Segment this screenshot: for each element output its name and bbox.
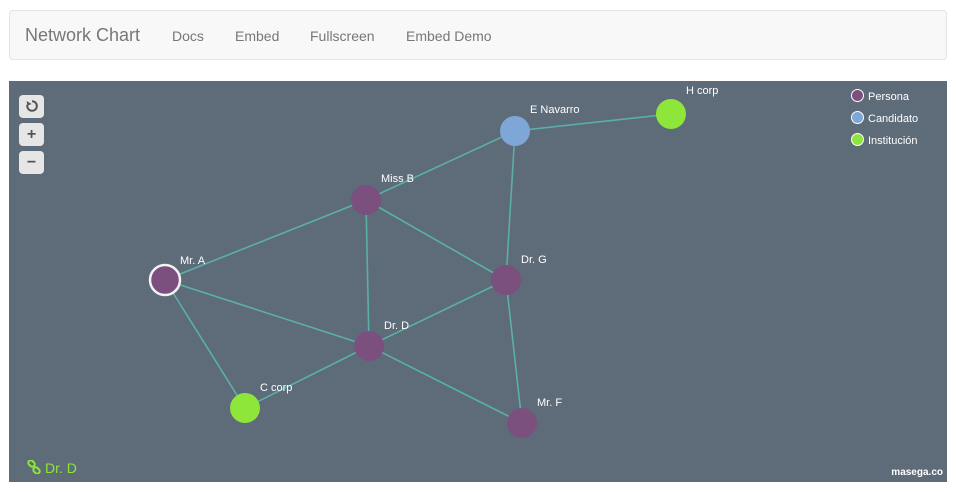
node-h-corp[interactable]: H corp xyxy=(656,85,718,129)
node-circle[interactable] xyxy=(500,116,530,146)
node-label: Dr. D xyxy=(384,320,409,332)
credit-label: masega.co xyxy=(891,467,943,478)
node-circle[interactable] xyxy=(230,393,260,423)
node-dr-g[interactable]: Dr. G xyxy=(491,254,547,295)
nav-embed-demo[interactable]: Embed Demo xyxy=(406,28,492,44)
legend-item-persona[interactable]: Persona xyxy=(851,89,918,111)
selected-node-link[interactable]: Dr. D xyxy=(27,459,77,476)
nav-docs[interactable]: Docs xyxy=(172,28,204,44)
legend-label: Candidato xyxy=(868,113,919,125)
zoom-in-button[interactable]: + xyxy=(19,123,44,146)
edge-dr-g-mr-f xyxy=(505,279,523,424)
legend-swatch xyxy=(851,89,864,102)
link-icon xyxy=(27,459,41,475)
node-circle[interactable] xyxy=(354,331,384,361)
node-mr-a[interactable]: Mr. A xyxy=(148,255,206,297)
nav-embed[interactable]: Embed xyxy=(235,28,280,44)
node-label: Mr. F xyxy=(537,397,562,409)
node-label: Mr. A xyxy=(180,255,206,267)
node-circle[interactable] xyxy=(656,99,686,129)
edge-miss-b-dr-d xyxy=(365,199,370,347)
node-label: Dr. G xyxy=(521,254,547,266)
node-label: H corp xyxy=(686,85,718,97)
node-circle[interactable] xyxy=(507,408,537,438)
node-circle[interactable] xyxy=(351,185,381,215)
reset-view-button[interactable] xyxy=(19,95,44,118)
brand-link[interactable]: Network Chart xyxy=(25,25,141,45)
legend-swatch xyxy=(851,111,864,124)
selected-node-label: Dr. D xyxy=(45,460,77,476)
edge-mr-a-dr-d xyxy=(164,279,370,347)
node-mr-f[interactable]: Mr. F xyxy=(507,397,562,438)
edge-miss-b-e-navarro xyxy=(365,130,516,201)
edge-miss-b-dr-g xyxy=(365,199,507,281)
navbar: Network Chart Docs Embed Fullscreen Embe… xyxy=(9,10,947,60)
edge-dr-d-mr-f xyxy=(368,345,523,424)
edge-e-navarro-h-corp xyxy=(514,113,672,132)
node-dr-d[interactable]: Dr. D xyxy=(354,320,409,361)
node-e-navarro[interactable]: E Navarro xyxy=(500,104,580,146)
legend-item-institucion[interactable]: Institución xyxy=(851,133,918,155)
zoom-out-button[interactable]: − xyxy=(19,151,44,174)
edge-dr-d-c-corp xyxy=(244,345,370,409)
edge-mr-a-c-corp xyxy=(164,279,246,409)
legend-label: Institución xyxy=(868,135,918,147)
reset-icon xyxy=(25,100,38,112)
edges-layer xyxy=(164,113,672,424)
nav-fullscreen[interactable]: Fullscreen xyxy=(310,28,375,44)
edge-dr-g-dr-d xyxy=(368,279,507,347)
legend-item-candidato[interactable]: Candidato xyxy=(851,111,918,133)
node-label: Miss B xyxy=(381,173,414,185)
legend: Persona Candidato Institución xyxy=(851,89,918,155)
node-circle[interactable] xyxy=(148,263,182,297)
edge-e-navarro-dr-g xyxy=(505,130,516,281)
edge-mr-a-miss-b xyxy=(164,199,367,281)
node-miss-b[interactable]: Miss B xyxy=(351,173,414,215)
node-label: E Navarro xyxy=(530,104,580,116)
legend-swatch xyxy=(851,133,864,146)
node-label: C corp xyxy=(260,382,292,394)
node-circle[interactable] xyxy=(491,265,521,295)
node-c-corp[interactable]: C corp xyxy=(230,382,292,423)
legend-label: Persona xyxy=(868,91,909,103)
